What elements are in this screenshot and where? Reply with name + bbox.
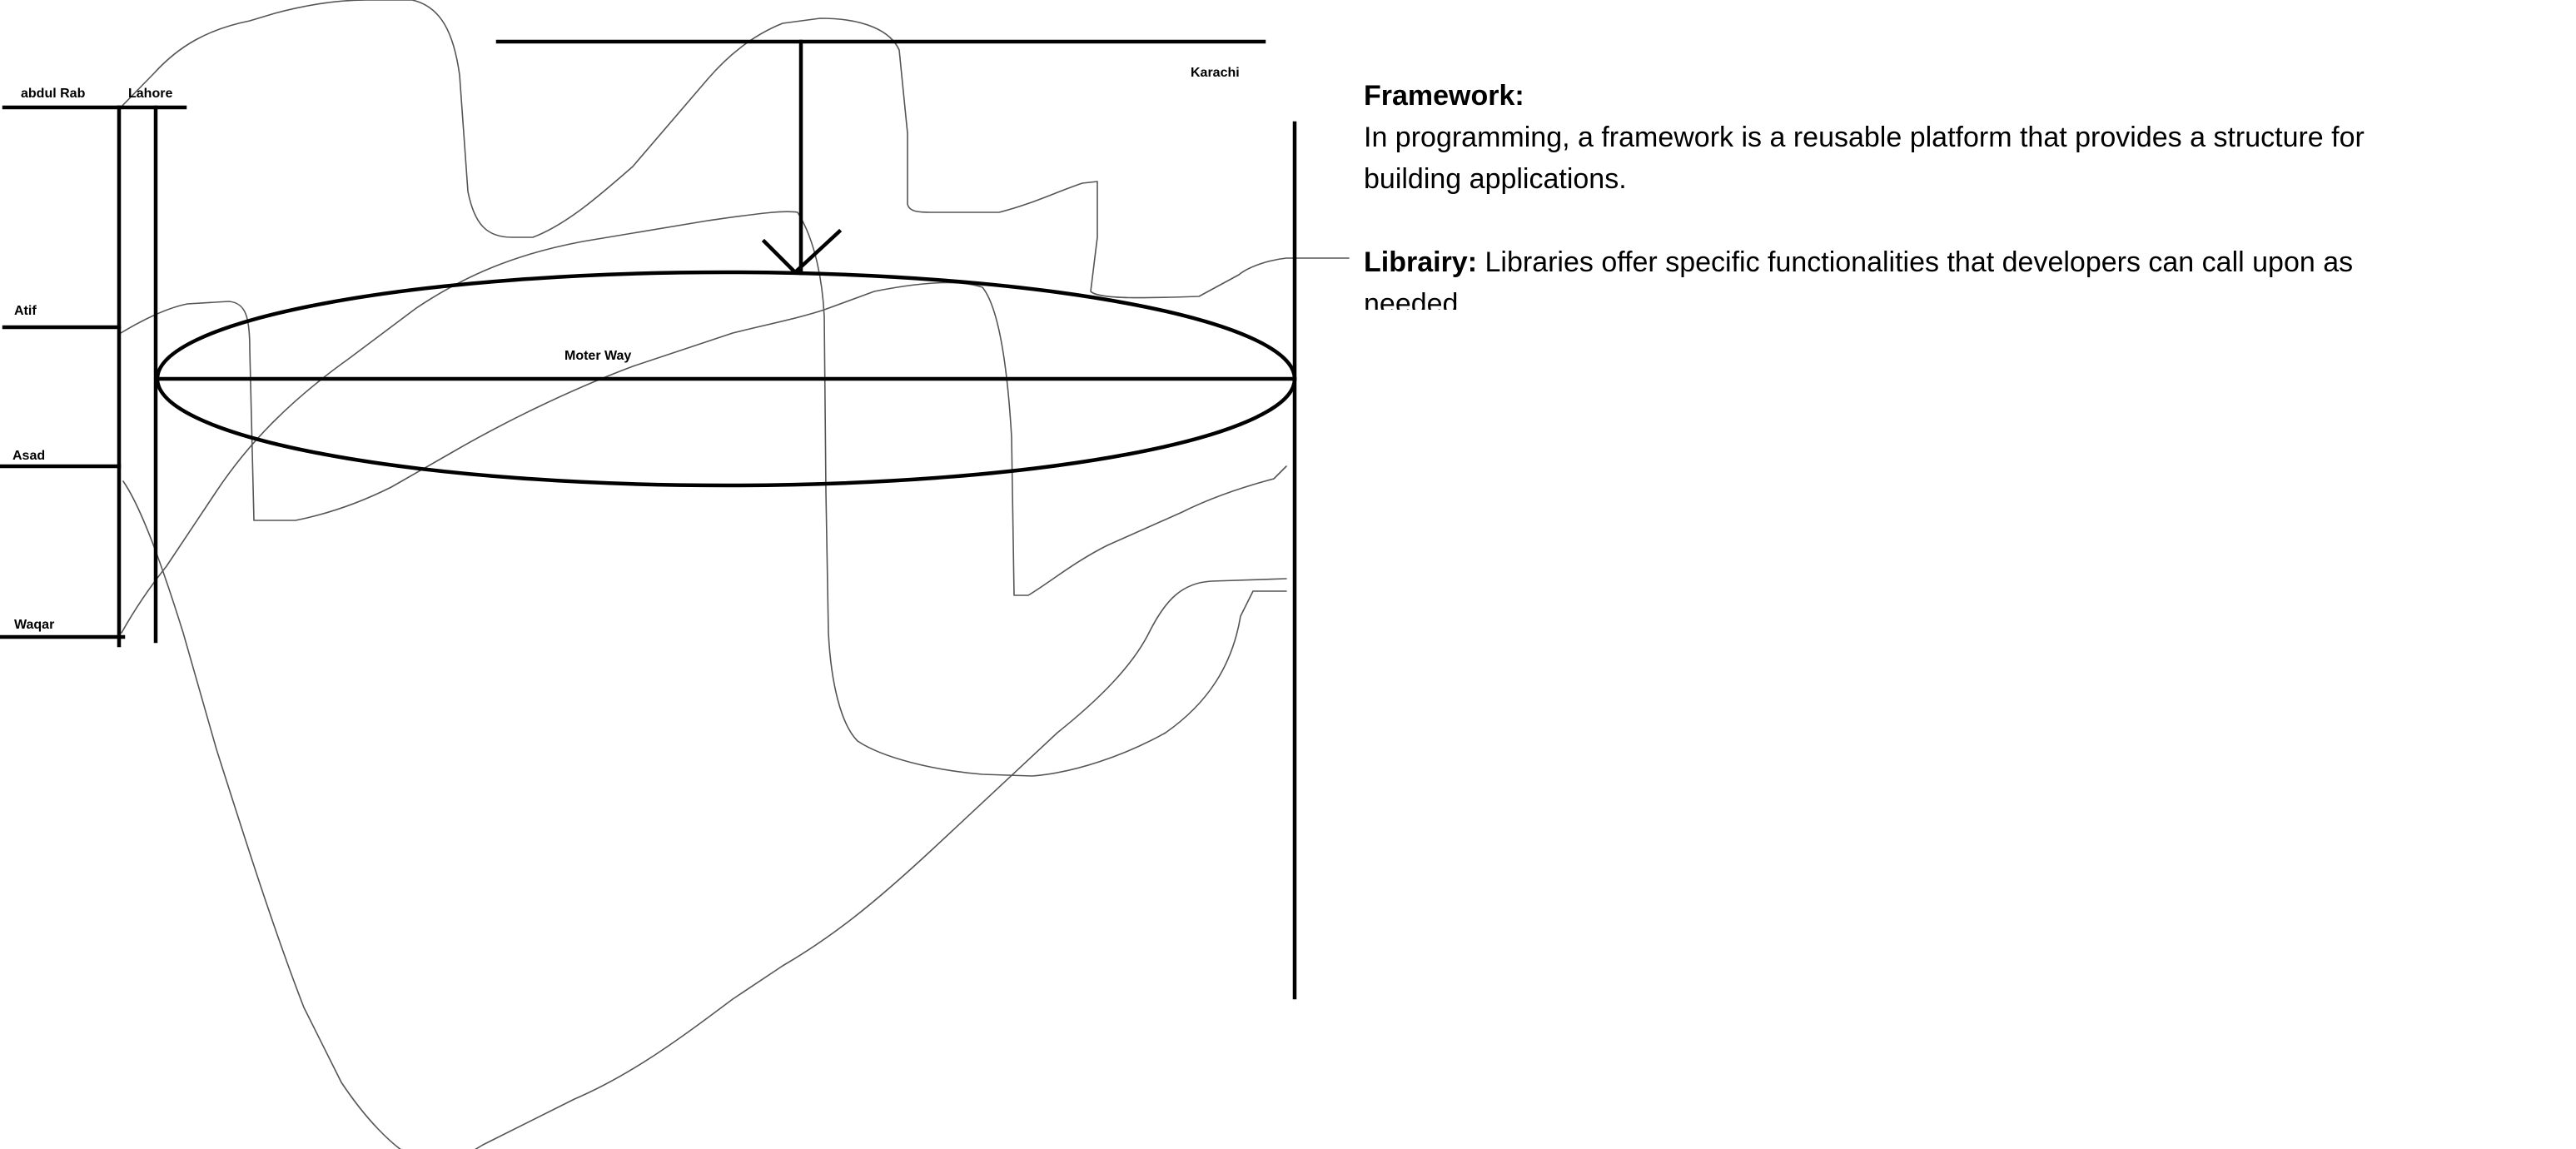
scribble-line bbox=[121, 211, 1287, 777]
label-abdul-rab: abdul Rab bbox=[21, 87, 86, 101]
label-asad: Asad bbox=[12, 449, 45, 463]
library-heading: Librairy: bbox=[1364, 246, 1478, 278]
scribble-line bbox=[475, 578, 1287, 1149]
framework-body: In programming, a framework is a reusabl… bbox=[1364, 122, 2365, 195]
label-karachi: Karachi bbox=[1191, 66, 1240, 80]
label-waqar: Waqar bbox=[14, 618, 54, 632]
scribble-line bbox=[120, 281, 1287, 596]
label-lahore: Lahore bbox=[128, 87, 172, 101]
scribble-line bbox=[122, 480, 401, 1149]
label-moter-way: Moter Way bbox=[564, 349, 631, 363]
scribble-line bbox=[117, 0, 1350, 299]
label-atif: Atif bbox=[14, 304, 37, 318]
notes-textbox[interactable]: Framework: In programming, a framework i… bbox=[1364, 75, 2438, 310]
framework-heading: Framework: bbox=[1364, 80, 1524, 112]
library-body: Libraries offer specific functionalities… bbox=[1364, 246, 2354, 310]
library-paragraph: Librairy: Libraries offer specific funct… bbox=[1364, 241, 2438, 310]
